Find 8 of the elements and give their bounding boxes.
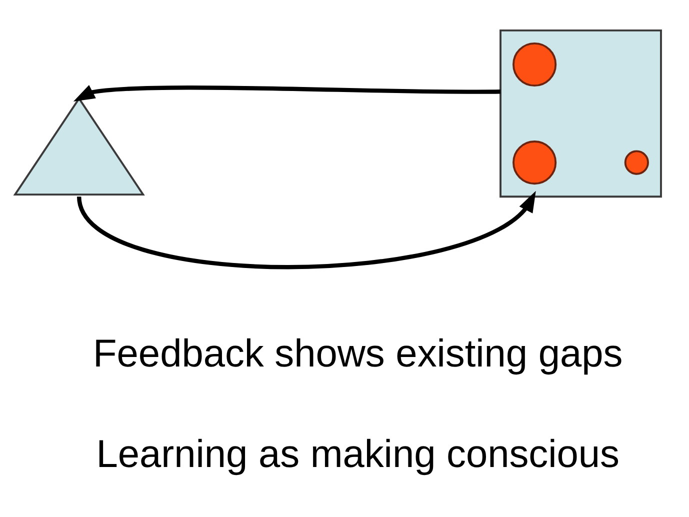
cluster [500, 28, 662, 198]
arrow [77, 190, 536, 269]
label: Learning as making conscious [96, 432, 620, 476]
arrow [73, 84, 501, 101]
node-circle [512, 42, 557, 86]
node-circle [624, 150, 649, 174]
node-circle [512, 140, 557, 184]
label: Feedback shows existing gaps [93, 332, 623, 375]
